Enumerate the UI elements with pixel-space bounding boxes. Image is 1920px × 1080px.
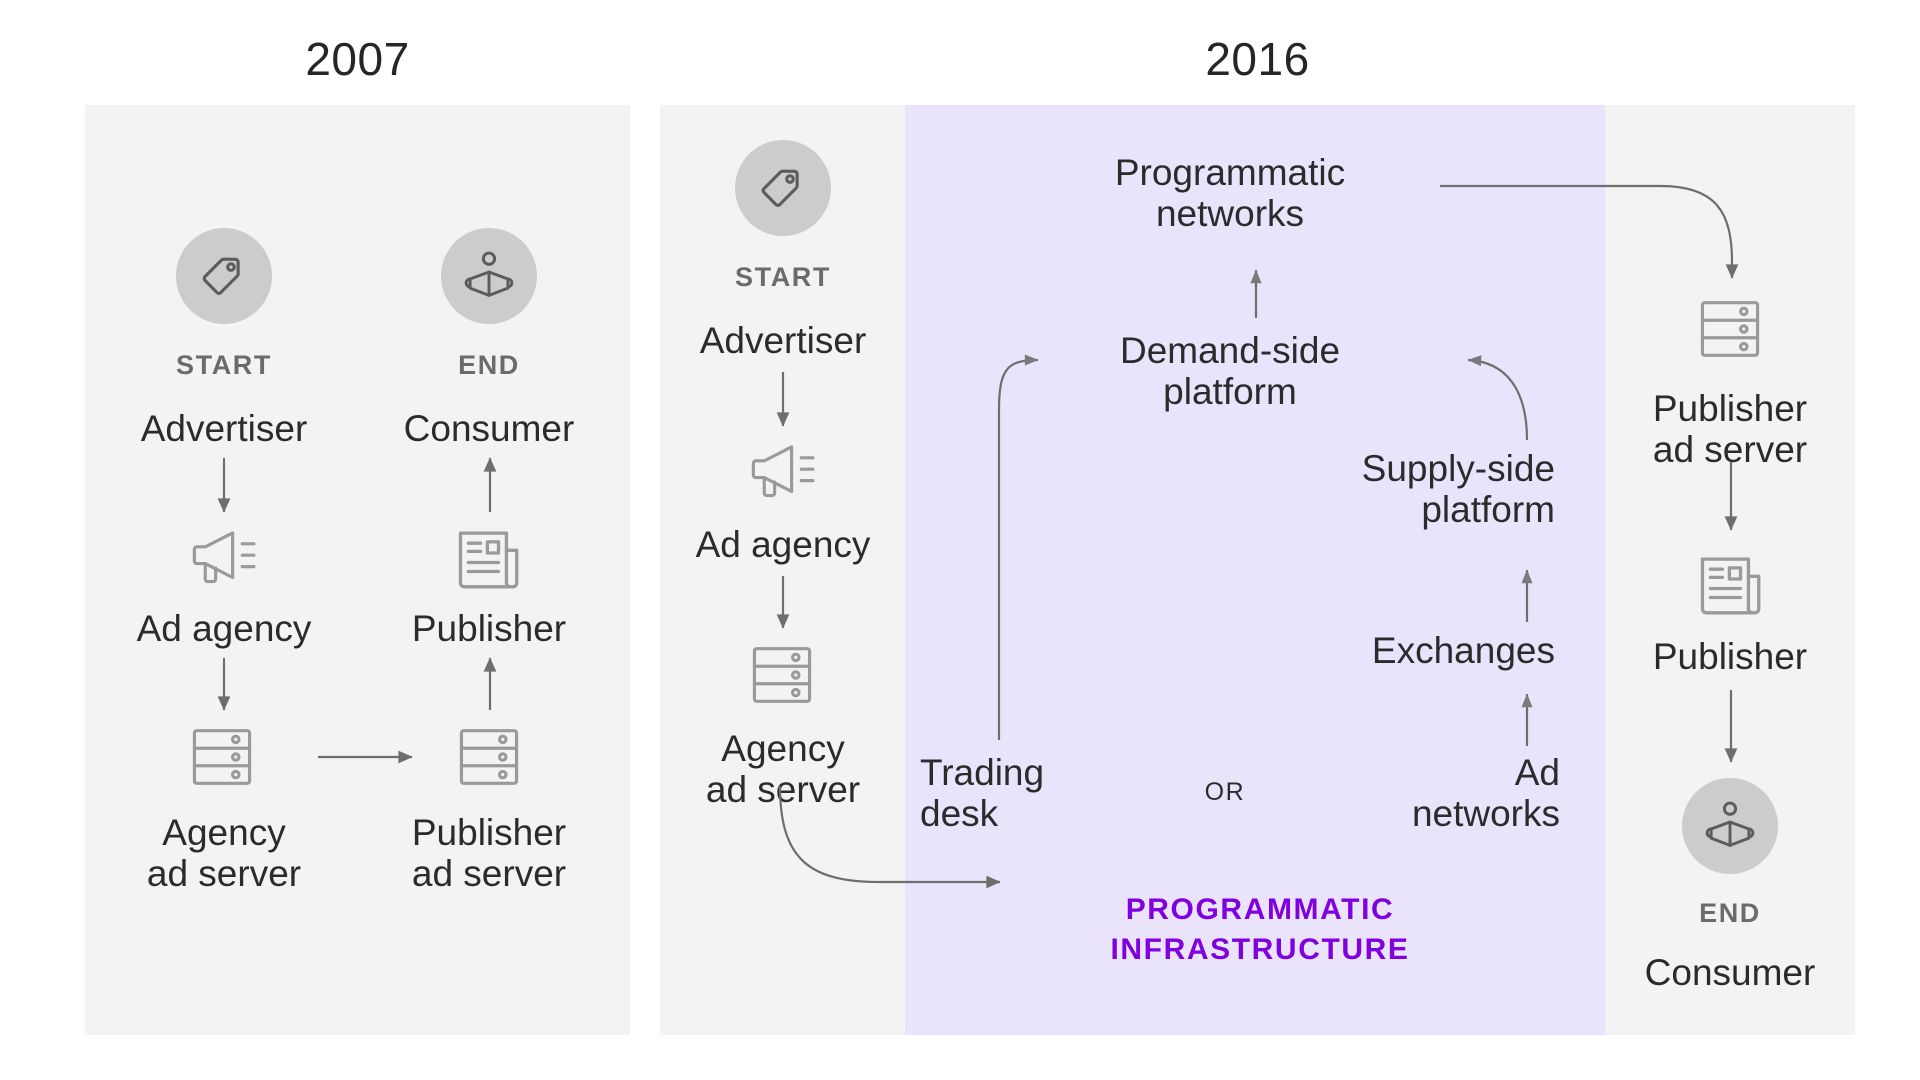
node-advertiser-2007: Advertiser (140, 408, 308, 449)
or-label: OR (1204, 778, 1246, 806)
node-publisher-2007: Publisher (411, 608, 567, 649)
price-tag-icon (197, 247, 251, 306)
end-label-2007: END (458, 350, 520, 380)
newspaper-icon (1694, 548, 1768, 620)
server-rack-icon (186, 720, 258, 794)
node-consumer-2016: Consumer (1644, 952, 1816, 993)
newspaper-icon (452, 522, 526, 594)
node-programmatic-networks: Programmatic networks (1114, 152, 1346, 235)
node-ad-agency-2016: Ad agency (695, 524, 871, 565)
end-badge-2016 (1682, 778, 1778, 874)
node-publisher-ad-server-2016: Publisher ad server (1652, 388, 1808, 471)
node-demand-side-platform: Demand-side platform (1119, 330, 1341, 413)
node-ad-agency-2007: Ad agency (136, 608, 312, 649)
programmatic-infrastructure-banner: PROGRAMMATIC INFRASTRUCTURE (1110, 893, 1410, 966)
node-publisher-ad-server-2007: Publisher ad server (411, 812, 567, 895)
reader-person-icon (1703, 797, 1757, 856)
node-publisher-2016: Publisher (1652, 636, 1808, 677)
start-label-2016: START (735, 262, 831, 292)
node-agency-ad-server-2007: Agency ad server (146, 812, 302, 895)
panel-2016-left-background (660, 105, 905, 1035)
era-title-2007: 2007 (305, 33, 410, 85)
node-consumer-2007: Consumer (403, 408, 575, 449)
start-badge-2007 (176, 228, 272, 324)
start-label-2007: START (176, 350, 272, 380)
end-label-2016: END (1699, 898, 1761, 928)
server-rack-icon (746, 638, 818, 712)
server-rack-icon (453, 720, 525, 794)
price-tag-icon (756, 159, 810, 218)
node-advertiser-2016: Advertiser (699, 320, 867, 361)
node-supply-side-platform: Supply-side platform (1361, 448, 1555, 531)
era-title-2016: 2016 (1205, 33, 1310, 85)
panel-2007-background (85, 105, 630, 1035)
reader-person-icon (462, 247, 516, 306)
megaphone-icon (186, 524, 262, 592)
node-exchanges: Exchanges (1371, 630, 1555, 671)
node-agency-ad-server-2016: Agency ad server (705, 728, 861, 811)
end-badge-2007 (441, 228, 537, 324)
node-trading-desk: Trading desk (920, 752, 1045, 835)
megaphone-icon (745, 438, 821, 506)
start-badge-2016 (735, 140, 831, 236)
server-rack-icon (1694, 292, 1766, 366)
node-ad-networks: Ad networks (1411, 752, 1560, 835)
